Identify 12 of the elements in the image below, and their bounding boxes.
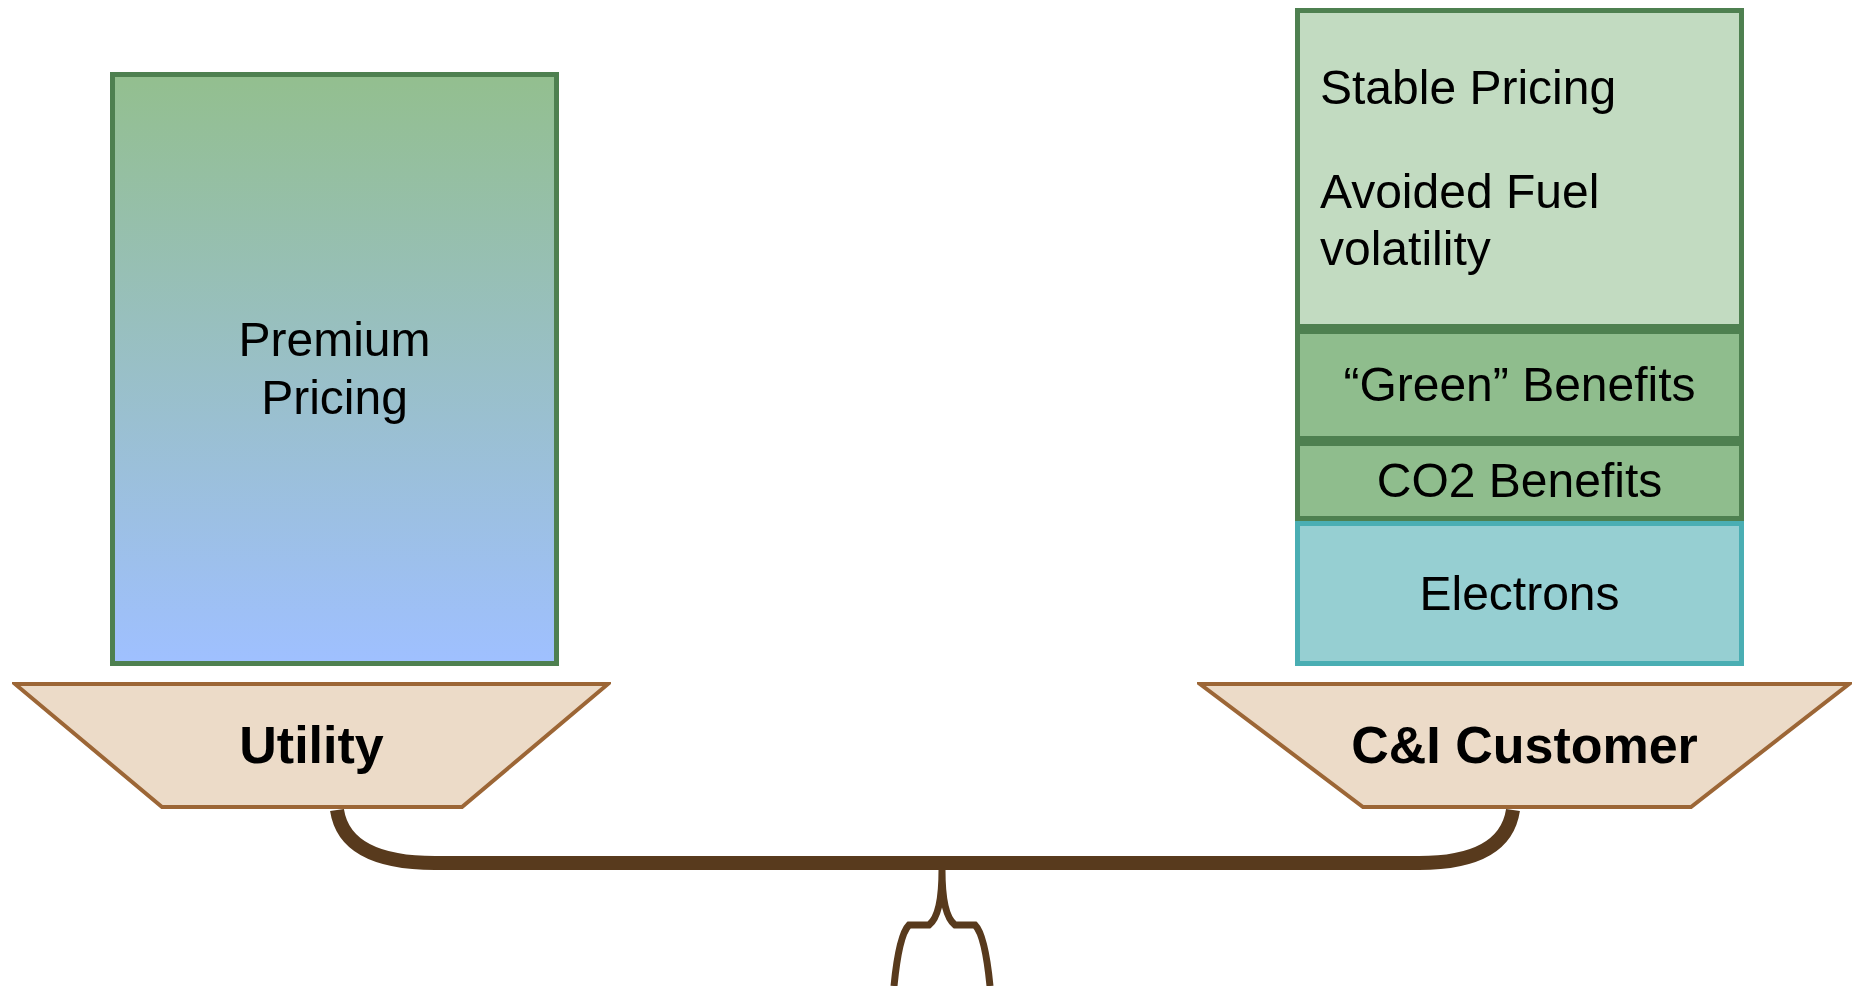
box-label: “Green” Benefits xyxy=(1343,357,1696,414)
benefit-box xyxy=(1295,441,1744,521)
box-label: CO2 Benefits xyxy=(1376,453,1663,510)
pricing-box xyxy=(110,72,559,666)
benefit-box xyxy=(1295,8,1744,329)
pan-label: C&I Customer xyxy=(1351,715,1698,777)
box-label: Electrons xyxy=(1419,565,1620,622)
box-label: Avoided Fuel volatility xyxy=(1320,163,1601,278)
box-label: Stable Pricing xyxy=(1320,60,1617,117)
box-label: Premium Pricing xyxy=(237,312,432,426)
benefit-box xyxy=(1295,521,1744,666)
pan-label: Utility xyxy=(239,715,384,777)
